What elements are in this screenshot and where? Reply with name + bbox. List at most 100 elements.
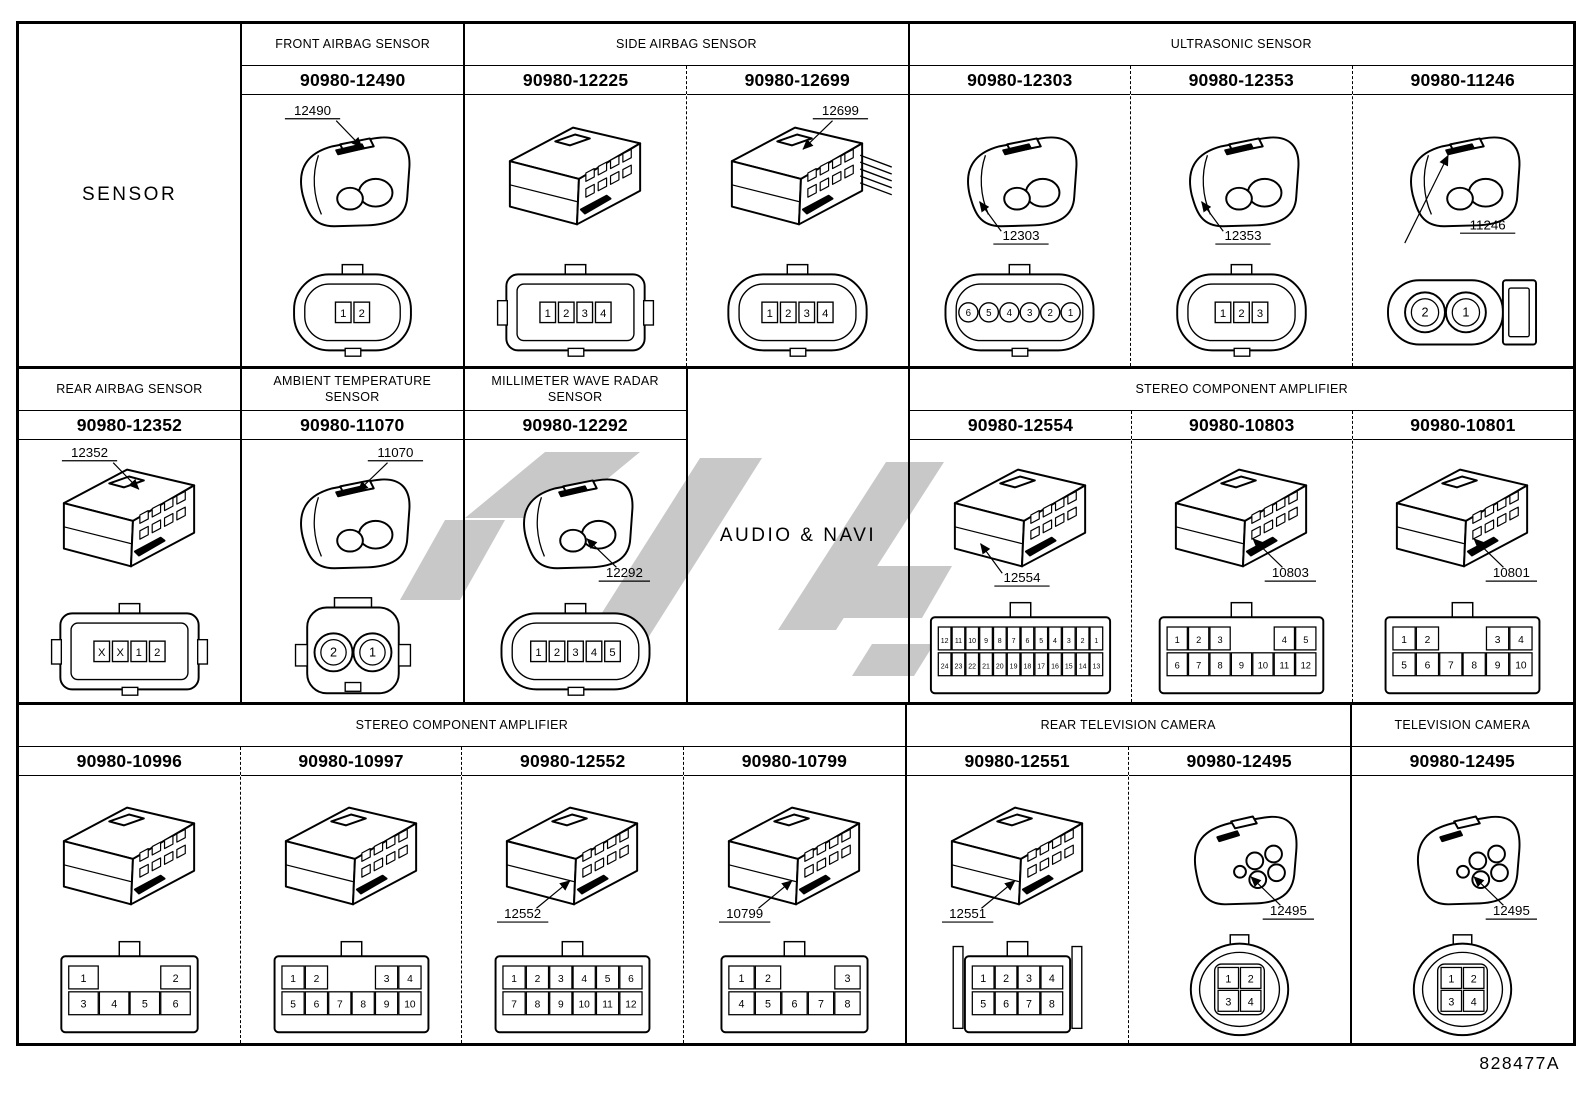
connector-iso-figure: 12353	[1188, 136, 1300, 245]
pin-number: 1	[136, 647, 142, 659]
part-number: 90980-12552	[462, 747, 684, 776]
pin-number: 3	[803, 308, 809, 320]
part-number: 90980-12225	[465, 66, 686, 95]
connector-iso-figure: 11246	[1404, 136, 1521, 244]
pin-number: 2	[359, 308, 365, 320]
pin-number: 4	[1053, 638, 1057, 645]
pin-number: 6	[1025, 638, 1029, 645]
connector-iso-figure: 12352	[61, 445, 196, 568]
pin-number: 1	[1175, 635, 1180, 645]
pin-number: 4	[738, 999, 744, 1011]
pin-number: X	[116, 647, 124, 659]
pin-number: 6	[1425, 661, 1431, 672]
pin-number: 3	[1448, 997, 1454, 1009]
cell-audio-navi: AUDIO & NAVI	[688, 369, 911, 702]
pin-number: 1	[1402, 635, 1408, 646]
connector-iso-figure: 12292	[522, 478, 650, 582]
pin-number: 9	[984, 638, 988, 645]
pin-number: 11	[602, 1000, 613, 1011]
pin-number: 9	[383, 1000, 389, 1011]
pin-number: 1	[340, 308, 346, 320]
pin-number: 1	[1448, 974, 1454, 986]
pin-number: 9	[1495, 661, 1501, 672]
pin-number: 6	[791, 999, 797, 1011]
pin-number: 1	[1094, 638, 1098, 645]
pin-number: 1	[738, 973, 744, 985]
pin-number: 3	[383, 974, 389, 985]
pin-number: 5	[142, 999, 148, 1011]
pin-number: 10	[1516, 661, 1528, 672]
pin-number: 1	[1068, 308, 1073, 319]
pin-number: 7	[337, 1000, 343, 1011]
pin-number: 7	[1026, 999, 1032, 1011]
pin-number: 1	[1220, 308, 1226, 320]
pin-number: 4	[591, 647, 597, 659]
pin-number: 1	[1463, 306, 1470, 320]
part-number: 90980-12352	[19, 411, 240, 440]
callout-label: 12352	[71, 445, 108, 460]
pin-number: 9	[558, 1000, 564, 1011]
pin-number: 7	[1448, 661, 1454, 672]
pin-number: 3	[1218, 635, 1223, 645]
callout-label: 10799	[726, 906, 763, 921]
part-number: 90980-10801	[1352, 411, 1573, 440]
pin-number: 6	[1175, 661, 1180, 671]
pin-number: 7	[511, 1000, 517, 1011]
connector-iso-figure: 10803	[1175, 468, 1317, 582]
pin-number: 2	[1081, 638, 1085, 645]
pin-number: 5	[1402, 661, 1408, 672]
part-number: 90980-12495	[1128, 747, 1350, 776]
pin-number: 16	[1051, 664, 1059, 671]
pin-number: 3	[1026, 973, 1032, 985]
pin-number: 4	[1471, 997, 1477, 1009]
callout-label: 12699	[822, 103, 859, 118]
part-number: 90980-12292	[464, 411, 686, 440]
pin-number: 3	[1067, 638, 1071, 645]
pin-number: 12	[625, 1000, 637, 1011]
pin-number: 2	[554, 647, 560, 659]
pin-number: 1	[535, 647, 541, 659]
pin-number: 3	[1027, 308, 1032, 319]
pin-number: 2	[313, 974, 319, 985]
pin-number: 8	[360, 1000, 366, 1011]
connector-iso-figure: 12495	[1193, 815, 1314, 920]
category-header: FRONT AIRBAG SENSOR	[242, 24, 464, 66]
pin-number: 8	[1049, 999, 1055, 1011]
callout-label: 10803	[1272, 565, 1309, 580]
pin-number: 5	[765, 999, 771, 1011]
pin-number: 4	[1518, 635, 1524, 646]
connector-iso-figure: 12303	[967, 136, 1078, 245]
pin-number: 1	[766, 308, 772, 320]
connector-iso-figure	[62, 806, 195, 905]
pin-number: 3	[1495, 635, 1501, 646]
callout-label: 12552	[504, 906, 541, 921]
pin-number: 8	[1472, 661, 1478, 672]
